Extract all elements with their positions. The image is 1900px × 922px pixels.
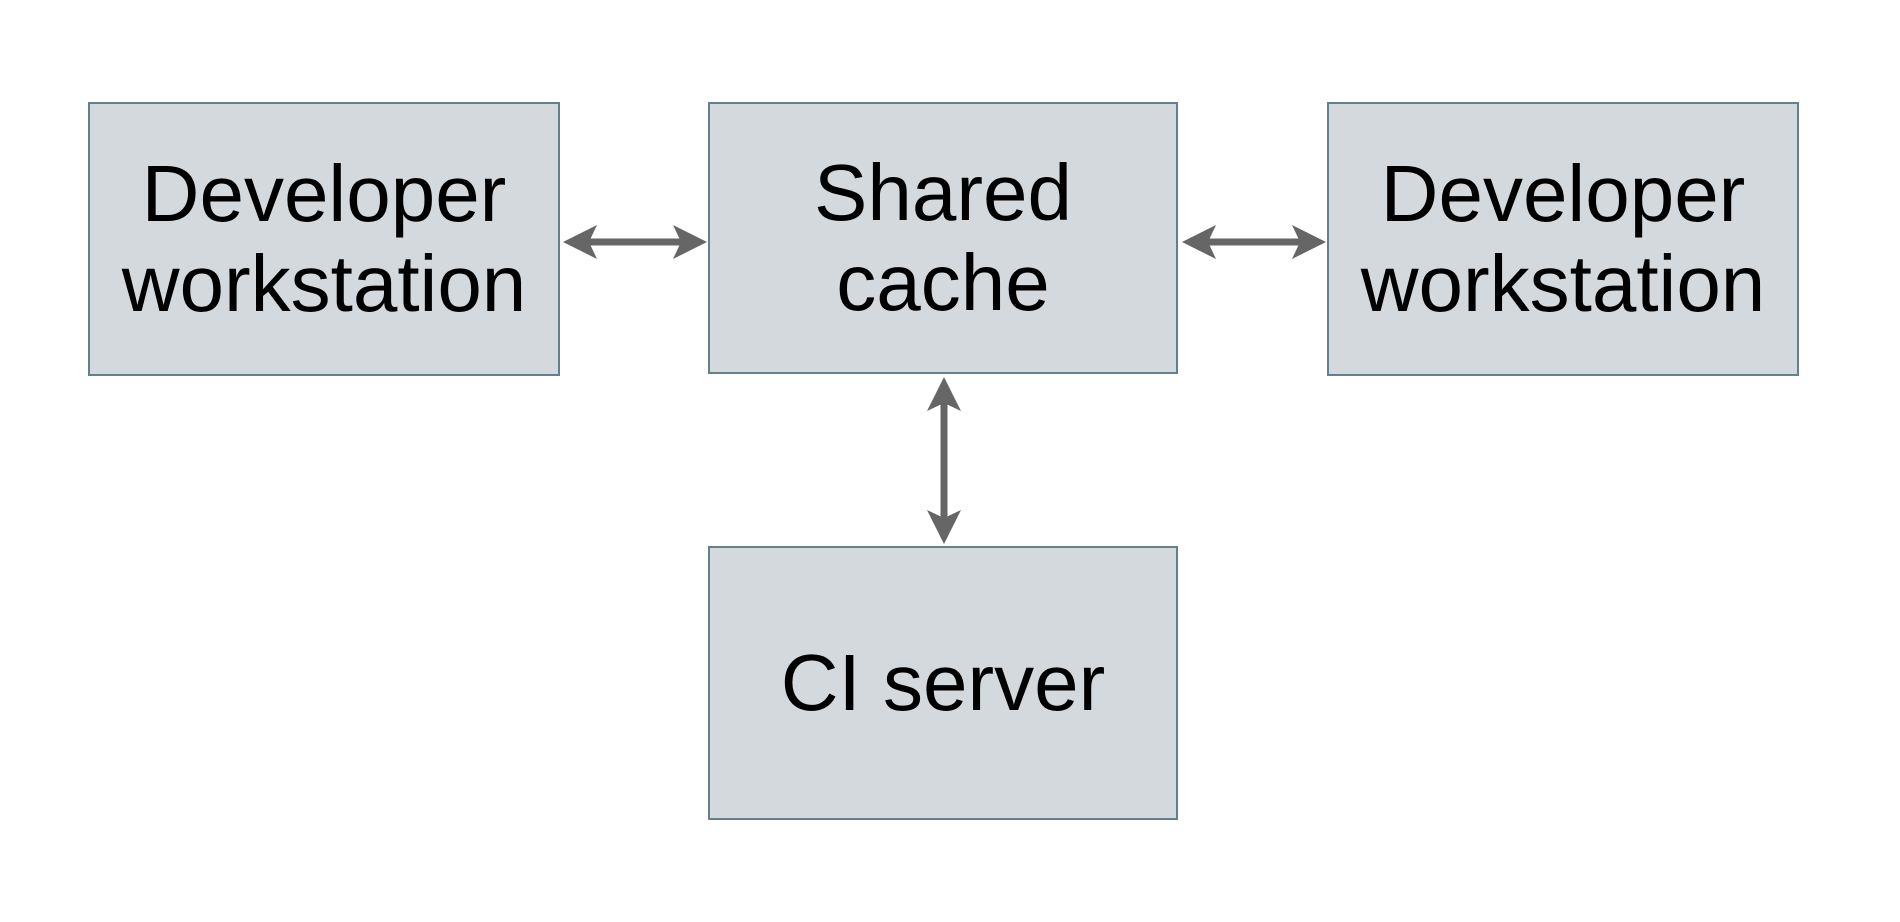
arrowhead-icon [927,377,961,411]
node-developer-workstation-right: Developer workstation [1327,102,1799,376]
arrowhead-icon [927,510,961,544]
arrowhead-icon [673,225,707,259]
bidirectional-arrow-cache-right [1182,225,1326,259]
node-label: Developer workstation [121,149,527,328]
node-label: CI server [780,638,1106,728]
node-shared-cache: Shared cache [708,102,1178,374]
node-developer-workstation-left: Developer workstation [88,102,560,376]
node-ci-server: CI server [708,546,1178,820]
node-label: Developer workstation [1360,149,1766,328]
arrowhead-icon [563,225,597,259]
bidirectional-arrow-cache-ci [927,377,961,544]
bidirectional-arrow-left-cache [563,225,707,259]
node-label: Shared cache [814,148,1072,327]
arrowhead-icon [1292,225,1326,259]
arrowhead-icon [1182,225,1216,259]
